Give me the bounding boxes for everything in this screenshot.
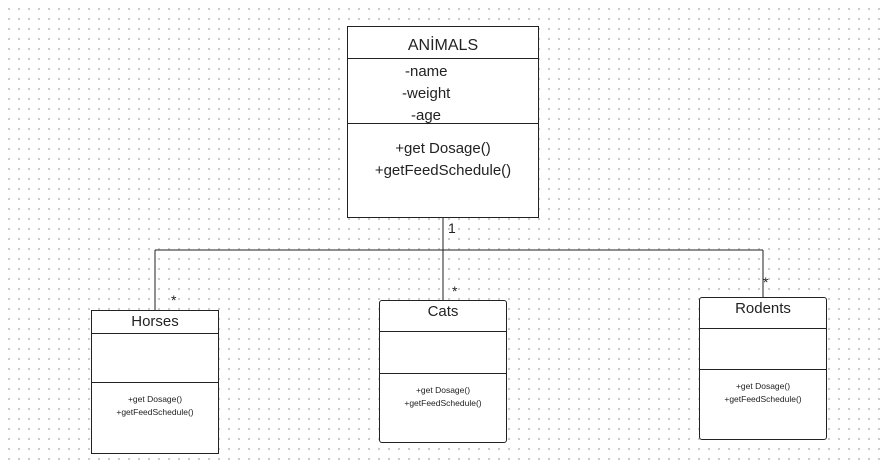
class-horses-name-section: Horses: [92, 311, 218, 334]
class-horses-operations: +get Dosage() +getFeedSchedule(): [92, 383, 218, 419]
class-horses[interactable]: Horses +get Dosage() +getFeedSchedule(): [91, 310, 219, 454]
attribute-name: -name: [405, 63, 448, 80]
operation-get-dosage: +get Dosage(): [395, 140, 491, 157]
class-cats-operations: +get Dosage() +getFeedSchedule(): [380, 374, 506, 410]
class-rodents-attributes: [700, 329, 826, 370]
class-rodents-operations: +get Dosage() +getFeedSchedule(): [700, 370, 826, 406]
multiplicity-cats: *: [452, 283, 458, 299]
class-rodents-name-section: Rodents: [700, 298, 826, 329]
operation-get-dosage: +get Dosage(): [415, 385, 471, 395]
class-horses-name: Horses: [131, 313, 179, 330]
multiplicity-rodents: *: [763, 274, 769, 290]
operation-get-feed-schedule: +getFeedSchedule(): [374, 162, 512, 179]
operation-get-feed-schedule: +getFeedSchedule(): [116, 407, 194, 417]
operation-get-dosage: +get Dosage(): [127, 394, 183, 404]
class-animals-attributes: -name -weight -age: [348, 59, 538, 124]
class-cats-attributes: [380, 332, 506, 374]
class-animals-name-section: ANİMALS: [348, 27, 538, 59]
multiplicity-horses: *: [171, 292, 177, 308]
class-rodents-name: Rodents: [735, 300, 791, 317]
class-animals[interactable]: ANİMALS -name -weight -age +get Dosage()…: [347, 26, 539, 218]
class-animals-operations: +get Dosage() +getFeedSchedule(): [348, 124, 538, 182]
class-cats[interactable]: Cats +get Dosage() +getFeedSchedule(): [379, 300, 507, 443]
class-horses-attributes: [92, 334, 218, 383]
class-cats-name-section: Cats: [380, 301, 506, 332]
operation-get-feed-schedule: +getFeedSchedule(): [724, 394, 802, 404]
attribute-weight: -weight: [402, 85, 451, 102]
multiplicity-parent: 1: [448, 220, 456, 236]
operation-get-dosage: +get Dosage(): [735, 381, 791, 391]
class-rodents[interactable]: Rodents +get Dosage() +getFeedSchedule(): [699, 297, 827, 440]
attribute-age: -age: [411, 107, 442, 124]
operation-get-feed-schedule: +getFeedSchedule(): [404, 398, 482, 408]
class-animals-name: ANİMALS: [407, 37, 479, 54]
class-cats-name: Cats: [427, 303, 459, 320]
